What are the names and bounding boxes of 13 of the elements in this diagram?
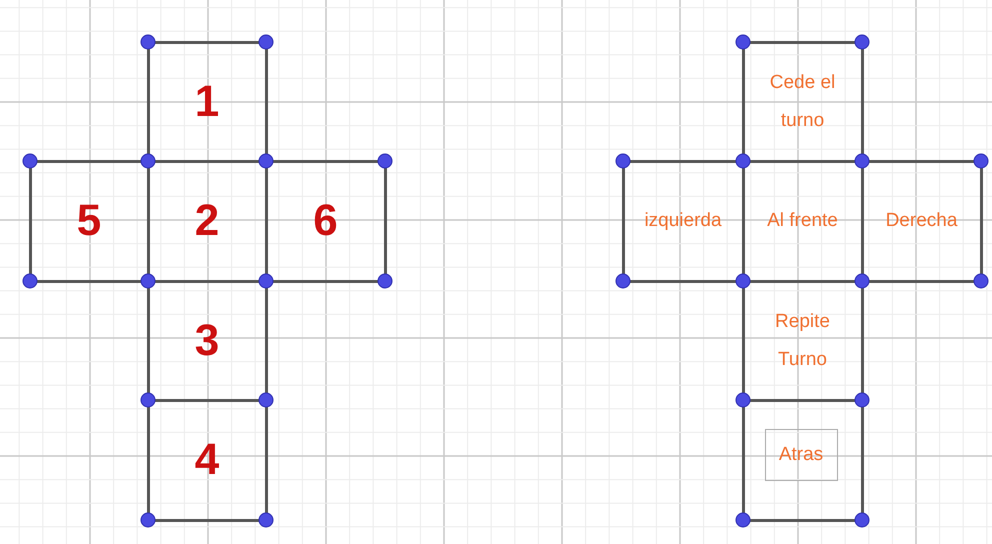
face-label: izquierda (644, 209, 722, 233)
face-number: 1 (194, 80, 220, 124)
face-label: Al frente (767, 209, 838, 233)
face-label: Derecha (886, 209, 958, 233)
label-frame (764, 428, 838, 480)
face-number: 2 (194, 199, 220, 243)
face-number: 6 (313, 199, 338, 243)
face-label: Cede el turno (768, 70, 836, 132)
face-number: 4 (194, 438, 220, 482)
face-number: 3 (194, 318, 220, 362)
face-label: Repite Turno (774, 310, 831, 372)
face-label: Atras (778, 442, 824, 466)
face-number: 5 (76, 199, 102, 243)
